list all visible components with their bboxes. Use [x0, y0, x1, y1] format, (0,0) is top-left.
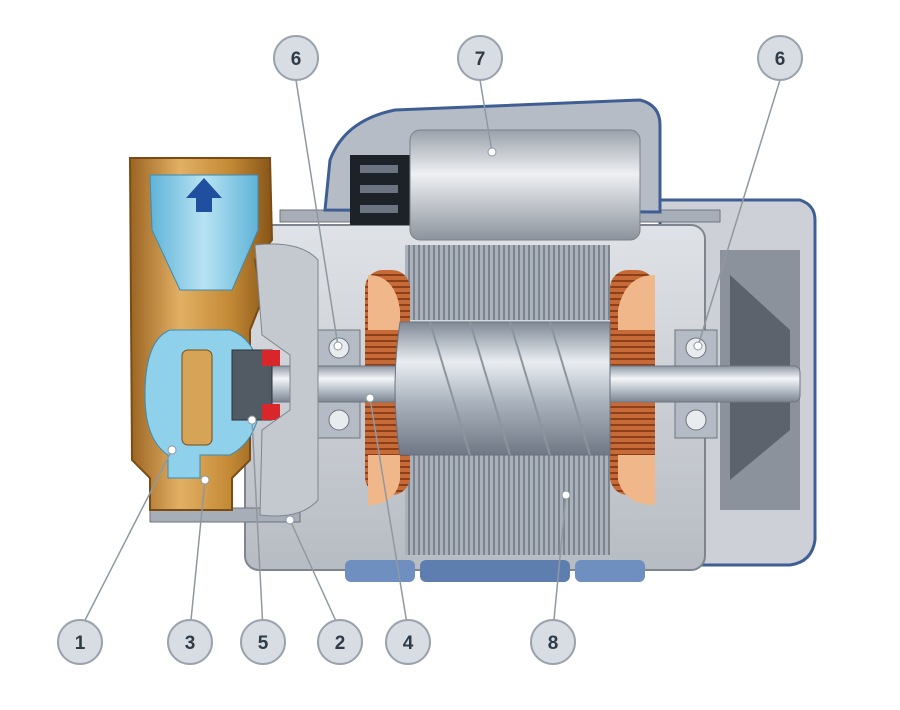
callout-8-label: 8: [548, 633, 559, 654]
callout-7: 7: [457, 35, 503, 81]
seal-ring-top: [262, 350, 280, 366]
callout-badges: 1 3 5 2 4 8 6 7: [57, 35, 803, 665]
winding-pad-tr: [618, 275, 655, 330]
callout-6-right: 6: [757, 35, 803, 81]
rotor: [394, 321, 611, 456]
winding-pad-br: [618, 455, 655, 505]
callout-2-label: 2: [335, 633, 346, 654]
pump-body: [128, 157, 319, 517]
callout-line-4: [369, 397, 409, 631]
callout-line-5: [251, 419, 264, 631]
callout-4-label: 4: [403, 633, 414, 654]
winding-pad-tl: [368, 275, 400, 330]
callout-target-dots: [167, 147, 703, 525]
callout-4: 4: [385, 619, 431, 665]
foot-left: [345, 560, 415, 582]
callout-3: 3: [167, 619, 213, 665]
callout-6-right-label: 6: [775, 49, 786, 70]
callout-line-7: [479, 79, 493, 153]
callout-line-8: [552, 494, 567, 631]
foot-middle: [420, 560, 570, 582]
outlet-port: [149, 174, 259, 291]
foot-right: [575, 560, 645, 582]
callout-5: 5: [240, 619, 286, 665]
callout-1-label: 1: [75, 633, 86, 654]
callout-1: 1: [57, 619, 103, 665]
stator-core-top: [405, 245, 610, 320]
callout-line-3: [189, 479, 206, 631]
stator-core-bottom: [405, 455, 610, 555]
callout-5-label: 5: [258, 633, 269, 654]
flow-arrow-icon: [186, 178, 222, 212]
bearings: [317, 329, 718, 439]
callout-line-1: [79, 449, 173, 631]
impeller: [181, 349, 213, 446]
stator: [365, 245, 655, 555]
front-flange: [254, 243, 319, 517]
callout-2: 2: [317, 619, 363, 665]
capacitor: [409, 129, 641, 241]
callout-6-left: 6: [273, 35, 319, 81]
callout-3-label: 3: [185, 633, 196, 654]
callout-8: 8: [530, 619, 576, 665]
seal-ring-bottom: [262, 404, 280, 420]
callout-6-left-label: 6: [291, 49, 302, 70]
callout-7-label: 7: [475, 49, 486, 70]
callout-lines: [79, 79, 781, 631]
callout-line-6-right: [697, 79, 781, 347]
callout-line-2: [289, 519, 341, 631]
callout-line-6-left: [295, 79, 339, 347]
rotor-assembly: [179, 321, 801, 456]
terminal-box: [323, 98, 662, 241]
